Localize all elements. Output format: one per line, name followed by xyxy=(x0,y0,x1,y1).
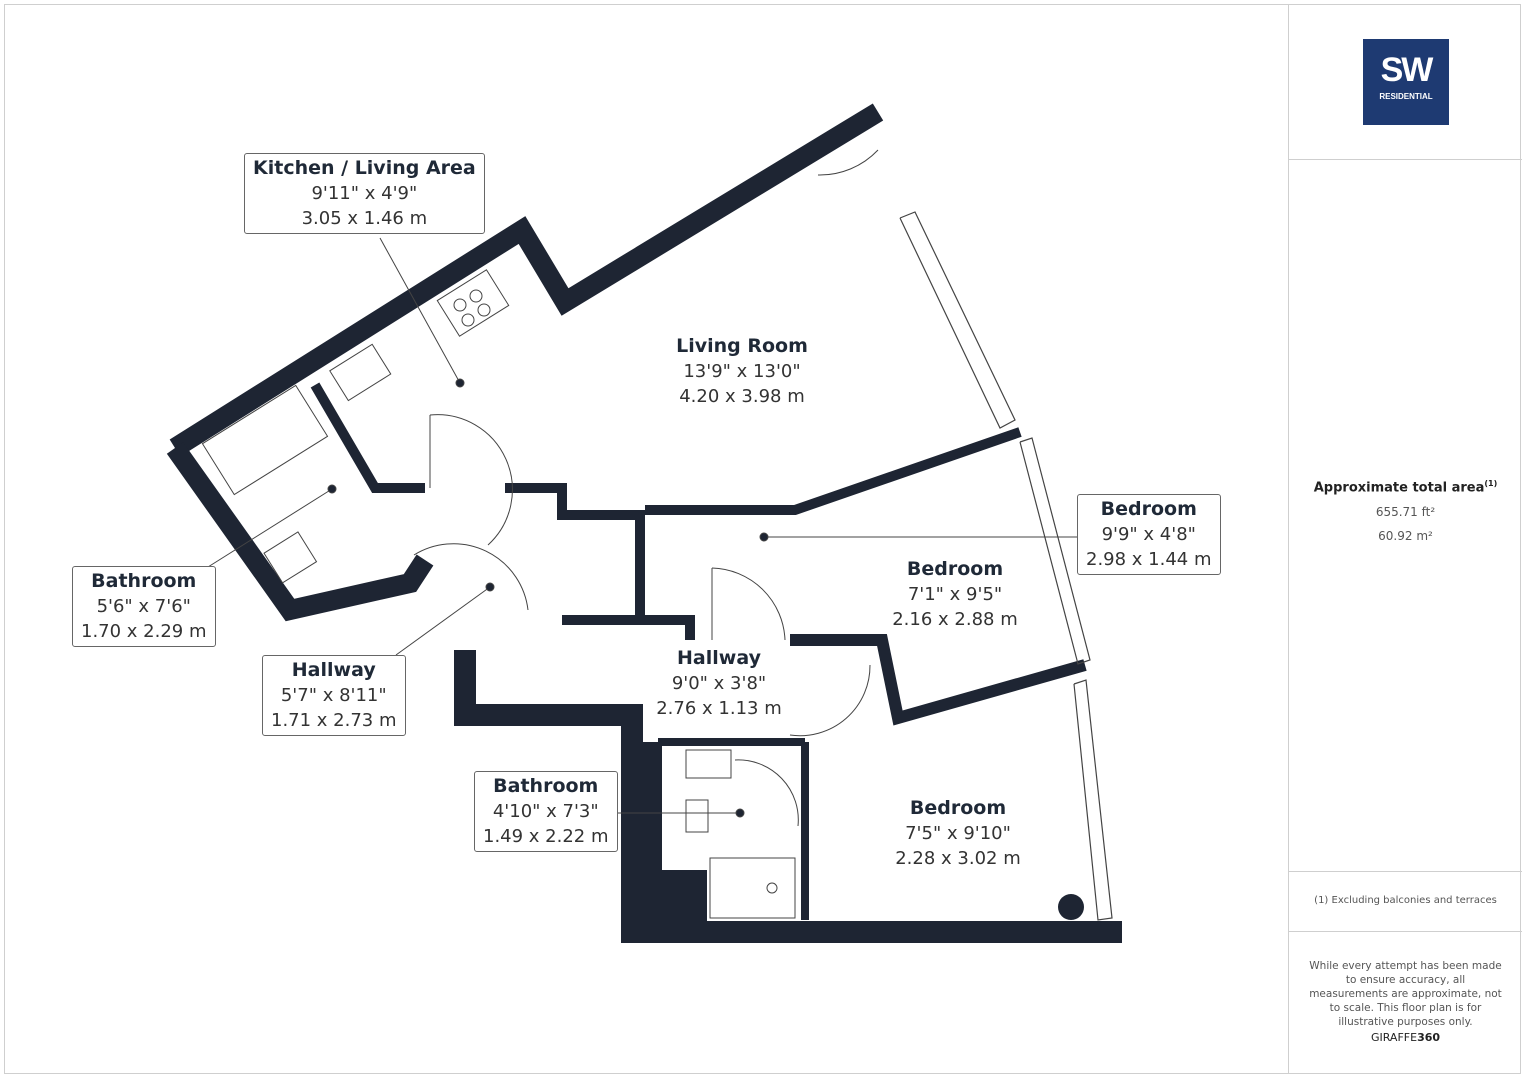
page-frame xyxy=(4,4,1521,1074)
wall-hall-core xyxy=(505,483,645,615)
room-metric: 2.76 x 1.13 m xyxy=(656,698,782,719)
label-bathroom-1: Bathroom 5'6" x 7'6" 1.70 x 2.29 m xyxy=(72,566,216,647)
room-name: Bedroom xyxy=(909,797,1007,819)
divider xyxy=(1289,931,1522,932)
label-bedroom-1: Bedroom 9'9" x 4'8" 2.98 x 1.44 m xyxy=(1077,494,1221,575)
label-hallway-2: Hallway 9'0" x 3'8" 2.76 x 1.13 m xyxy=(644,646,794,721)
bath-icon xyxy=(201,384,329,496)
room-name: Bathroom xyxy=(493,775,599,797)
label-kitchen-living: Kitchen / Living Area 9'11" x 4'9" 3.05 … xyxy=(244,153,485,234)
room-imperial: 9'0" x 3'8" xyxy=(671,673,767,694)
room-imperial: 13'9" x 13'0" xyxy=(683,361,801,382)
room-name: Kitchen / Living Area xyxy=(253,157,476,179)
fixtures xyxy=(201,269,796,919)
total-area: Approximate total area(1) 655.71 ft² 60.… xyxy=(1289,472,1522,548)
room-name: Bedroom xyxy=(906,558,1004,580)
leader-lines xyxy=(207,237,1077,818)
wall-outer-south xyxy=(454,650,1122,943)
room-imperial: 4'10" x 7'3" xyxy=(492,801,599,822)
basin-icon xyxy=(263,531,318,584)
label-living-room: Living Room 13'9" x 13'0" 4.20 x 3.98 m xyxy=(662,334,822,409)
room-imperial: 7'5" x 9'10" xyxy=(905,823,1011,844)
label-bathroom-2: Bathroom 4'10" x 7'3" 1.49 x 2.22 m xyxy=(474,771,618,852)
logo-text: SW xyxy=(1380,51,1434,89)
area-sqft: 655.71 ft² xyxy=(1375,505,1436,520)
disclaimer: While every attempt has been made to ens… xyxy=(1309,960,1502,1028)
label-bedroom-2: Bedroom 7'1" x 9'5" 2.16 x 2.88 m xyxy=(880,557,1030,632)
wall-core-fill xyxy=(632,742,662,932)
room-imperial: 7'1" x 9'5" xyxy=(907,584,1003,605)
room-metric: 2.28 x 3.02 m xyxy=(895,848,1021,869)
room-name: Hallway xyxy=(291,659,376,681)
doors xyxy=(413,149,879,827)
wall-bedroom-divider xyxy=(790,634,1087,726)
divider xyxy=(1289,871,1522,872)
room-name: Bedroom xyxy=(1100,498,1197,520)
room-metric: 2.16 x 2.88 m xyxy=(892,609,1018,630)
credit-text: GIRAFFE xyxy=(1370,1031,1418,1044)
hob-icon xyxy=(436,269,510,337)
logo-subtext: RESIDENTIAL xyxy=(1379,92,1433,101)
label-bedroom-3: Bedroom 7'5" x 9'10" 2.28 x 3.02 m xyxy=(878,796,1038,871)
area-title: Approximate total area xyxy=(1313,480,1485,496)
floor-plan xyxy=(166,103,1122,943)
windows xyxy=(899,211,1113,921)
sink-icon xyxy=(329,343,392,402)
room-metric: 2.98 x 1.44 m xyxy=(1086,549,1212,570)
giraffe360-credit: GIRAFFE360 xyxy=(1289,1031,1522,1044)
sw-residential-logo: SW RESIDENTIAL xyxy=(1363,39,1449,125)
room-metric: 4.20 x 3.98 m xyxy=(679,386,805,407)
wall-hall-south xyxy=(562,615,695,640)
room-imperial: 5'7" x 8'11" xyxy=(280,685,387,706)
wall-kitchen-bath xyxy=(310,382,425,493)
toilet-icon xyxy=(685,749,732,779)
room-metric: 1.70 x 2.29 m xyxy=(81,621,207,642)
room-name: Hallway xyxy=(677,647,761,669)
basin2-icon xyxy=(685,799,709,833)
wall-outer-north xyxy=(169,103,884,457)
area-footnote-marker: (1) xyxy=(1484,479,1498,488)
room-imperial: 9'9" x 4'8" xyxy=(1101,524,1196,545)
wall-outer-west xyxy=(166,442,434,622)
info-panel: SW RESIDENTIAL Approximate total area(1)… xyxy=(1288,4,1522,1074)
label-hallway-1: Hallway 5'7" x 8'11" 1.71 x 2.73 m xyxy=(262,655,406,736)
room-imperial: 9'11" x 4'9" xyxy=(311,183,418,204)
room-name: Living Room xyxy=(676,335,808,357)
room-metric: 3.05 x 1.46 m xyxy=(301,208,428,229)
room-metric: 1.71 x 2.73 m xyxy=(271,710,397,731)
shower-icon xyxy=(709,857,796,919)
room-name: Bathroom xyxy=(91,570,197,592)
room-imperial: 5'6" x 7'6" xyxy=(96,596,191,617)
column xyxy=(1058,894,1084,920)
credit-number: 360 xyxy=(1417,1031,1441,1044)
wall-living-bedroom xyxy=(645,427,1022,515)
divider xyxy=(1289,159,1522,160)
footnote: (1) Excluding balconies and terraces xyxy=(1314,895,1497,906)
room-metric: 1.49 x 2.22 m xyxy=(483,826,609,847)
area-sqm: 60.92 m² xyxy=(1378,529,1433,544)
